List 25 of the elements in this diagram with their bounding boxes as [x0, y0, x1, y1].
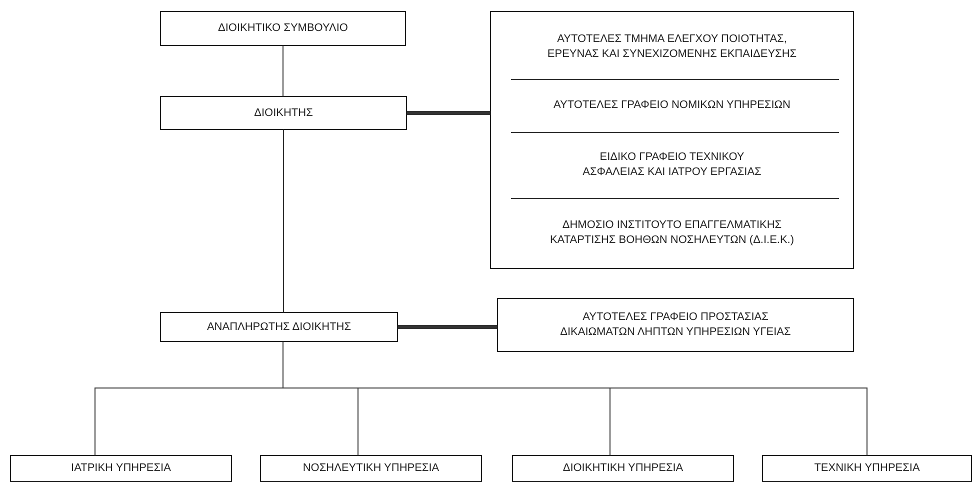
org-box: [490, 11, 854, 269]
box-label: ΑΥΤΟΤΕΛΕΣ ΓΡΑΦΕΙΟ ΝΟΜΙΚΩΝ ΥΠΗΡΕΣΙΩΝ: [552, 98, 792, 112]
box-label: ΙΑΤΡΙΚΗ ΥΠΗΡΕΣΙΑ: [70, 461, 172, 476]
box-label: ΔΙΟΙΚΗΤΗΣ: [253, 106, 314, 120]
box-label: ΔΙΟΙΚΗΤΙΚΟ ΣΥΜΒΟΥΛΙΟ: [216, 21, 349, 36]
connector-line: [282, 46, 284, 96]
box-label: ΔΙΟΙΚΗΤΙΚΗ ΥΠΗΡΕΣΙΑ: [562, 461, 684, 476]
org-box: [160, 96, 407, 130]
box-label: ΔΗΜΟΣΙΟ ΙΝΣΤΙΤΟΥΤΟ ΕΠΑΓΓΕΛΜΑΤΙΚΗΣ ΚΑΤΑΡΤΙΣΗΣ ΒΟΗΘΩΝ ΝΟΣΗΛΕΥΤΩΝ (Δ.Ι.Ε.Κ.): [548, 218, 796, 248]
box-label: ΝΟΣΗΛΕΥΤΙΚΗ ΥΠΗΡΕΣΙΑ: [302, 461, 440, 476]
box-label: ΑΥΤΟΤΕΛΕΣ ΤΜΗΜΑ ΕΛΕΓΧΟΥ ΠΟΙΟΤΗΤΑΣ, ΕΡΕΥΝΑΣ ΚΑΙ ΣΥΝΕΧΙΖΟΜΕΝΗΣ ΕΚΠΑΙΔΕΥΣΗΣ: [546, 32, 798, 62]
org-box: [260, 455, 482, 482]
connector-line: [283, 130, 284, 312]
connector-line: [398, 325, 497, 329]
connector-line: [407, 111, 490, 115]
box-label: ΑΝΑΠΛΗΡΩΤΗΣ ΔΙΟΙΚΗΤΗΣ: [206, 320, 352, 334]
org-box: [762, 455, 972, 482]
org-box: [10, 455, 232, 482]
box-label: ΤΕΧΝΙΚΗ ΥΠΗΡΕΣΙΑ: [813, 461, 921, 476]
org-box: [512, 455, 734, 482]
org-box: [160, 11, 406, 46]
box-label: ΕΙΔΙΚΟ ΓΡΑΦΕΙΟ ΤΕΧΝΙΚΟΥ ΑΣΦΑΛΕΙΑΣ ΚΑΙ ΙΑΤΡΟΥ ΕΡΓΑΣΙΑΣ: [582, 150, 762, 180]
org-box: [160, 312, 398, 342]
org-box: [497, 298, 854, 352]
box-label: ΑΥΤΟΤΕΛΕΣ ΓΡΑΦΕΙΟ ΠΡΟΣΤΑΣΙΑΣ ΔΙΚΑΙΩΜΑΤΩΝ ΛΗΠΤΩΝ ΥΠΗΡΕΣΙΩΝ ΥΓΕΙΑΣ: [559, 310, 792, 340]
